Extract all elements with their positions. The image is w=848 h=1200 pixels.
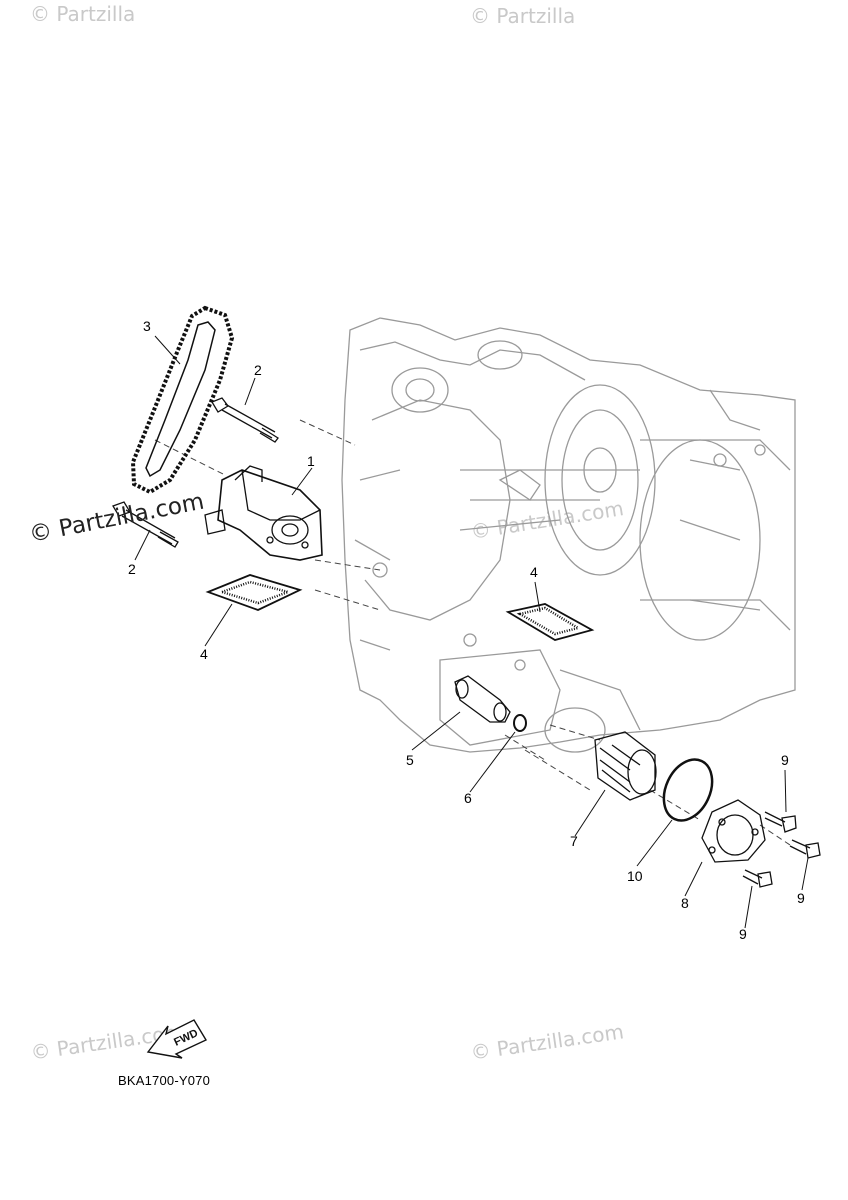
callout-10[interactable]: 10	[627, 868, 643, 884]
callout-8[interactable]: 8	[681, 895, 689, 911]
callout-9-right[interactable]: 9	[797, 890, 805, 906]
oil-pump	[204, 465, 323, 561]
callout-3[interactable]: 3	[143, 318, 151, 334]
cover-bolt-1	[764, 811, 797, 833]
crankcase-outline	[341, 317, 796, 753]
assembly-guide-lines	[154, 419, 791, 846]
leader-lines	[134, 335, 809, 929]
cover-bolt-3	[742, 869, 773, 888]
o-ring-large	[662, 758, 714, 822]
drain-plug	[454, 675, 511, 723]
filter-cover	[701, 799, 766, 863]
strainer-gasket-left	[205, 574, 303, 611]
callout-2-lower[interactable]: 2	[128, 561, 136, 577]
watermark-top-right: © Partzilla	[470, 4, 576, 28]
watermark-top-left: © Partzilla	[30, 2, 136, 26]
callout-4-right[interactable]: 4	[530, 564, 538, 580]
fwd-arrow	[146, 1019, 207, 1059]
callout-9-bottom[interactable]: 9	[739, 926, 747, 942]
parts	[112, 305, 821, 888]
bolt-upper	[211, 397, 279, 443]
bolt-lower	[112, 501, 179, 548]
callout-1[interactable]: 1	[307, 453, 315, 469]
oil-filter	[594, 731, 657, 801]
callout-6[interactable]: 6	[464, 790, 472, 806]
callout-4-left[interactable]: 4	[200, 646, 208, 662]
strainer-gasket-right	[505, 603, 595, 641]
o-ring-small	[513, 714, 527, 732]
diagram-code: BKA1700-Y070	[118, 1073, 211, 1088]
chain	[130, 305, 235, 495]
callout-7[interactable]: 7	[570, 833, 578, 849]
callout-2-upper[interactable]: 2	[254, 362, 262, 378]
callout-9-top[interactable]: 9	[781, 752, 789, 768]
callout-5[interactable]: 5	[406, 752, 414, 768]
cover-bolt-2	[789, 839, 821, 859]
